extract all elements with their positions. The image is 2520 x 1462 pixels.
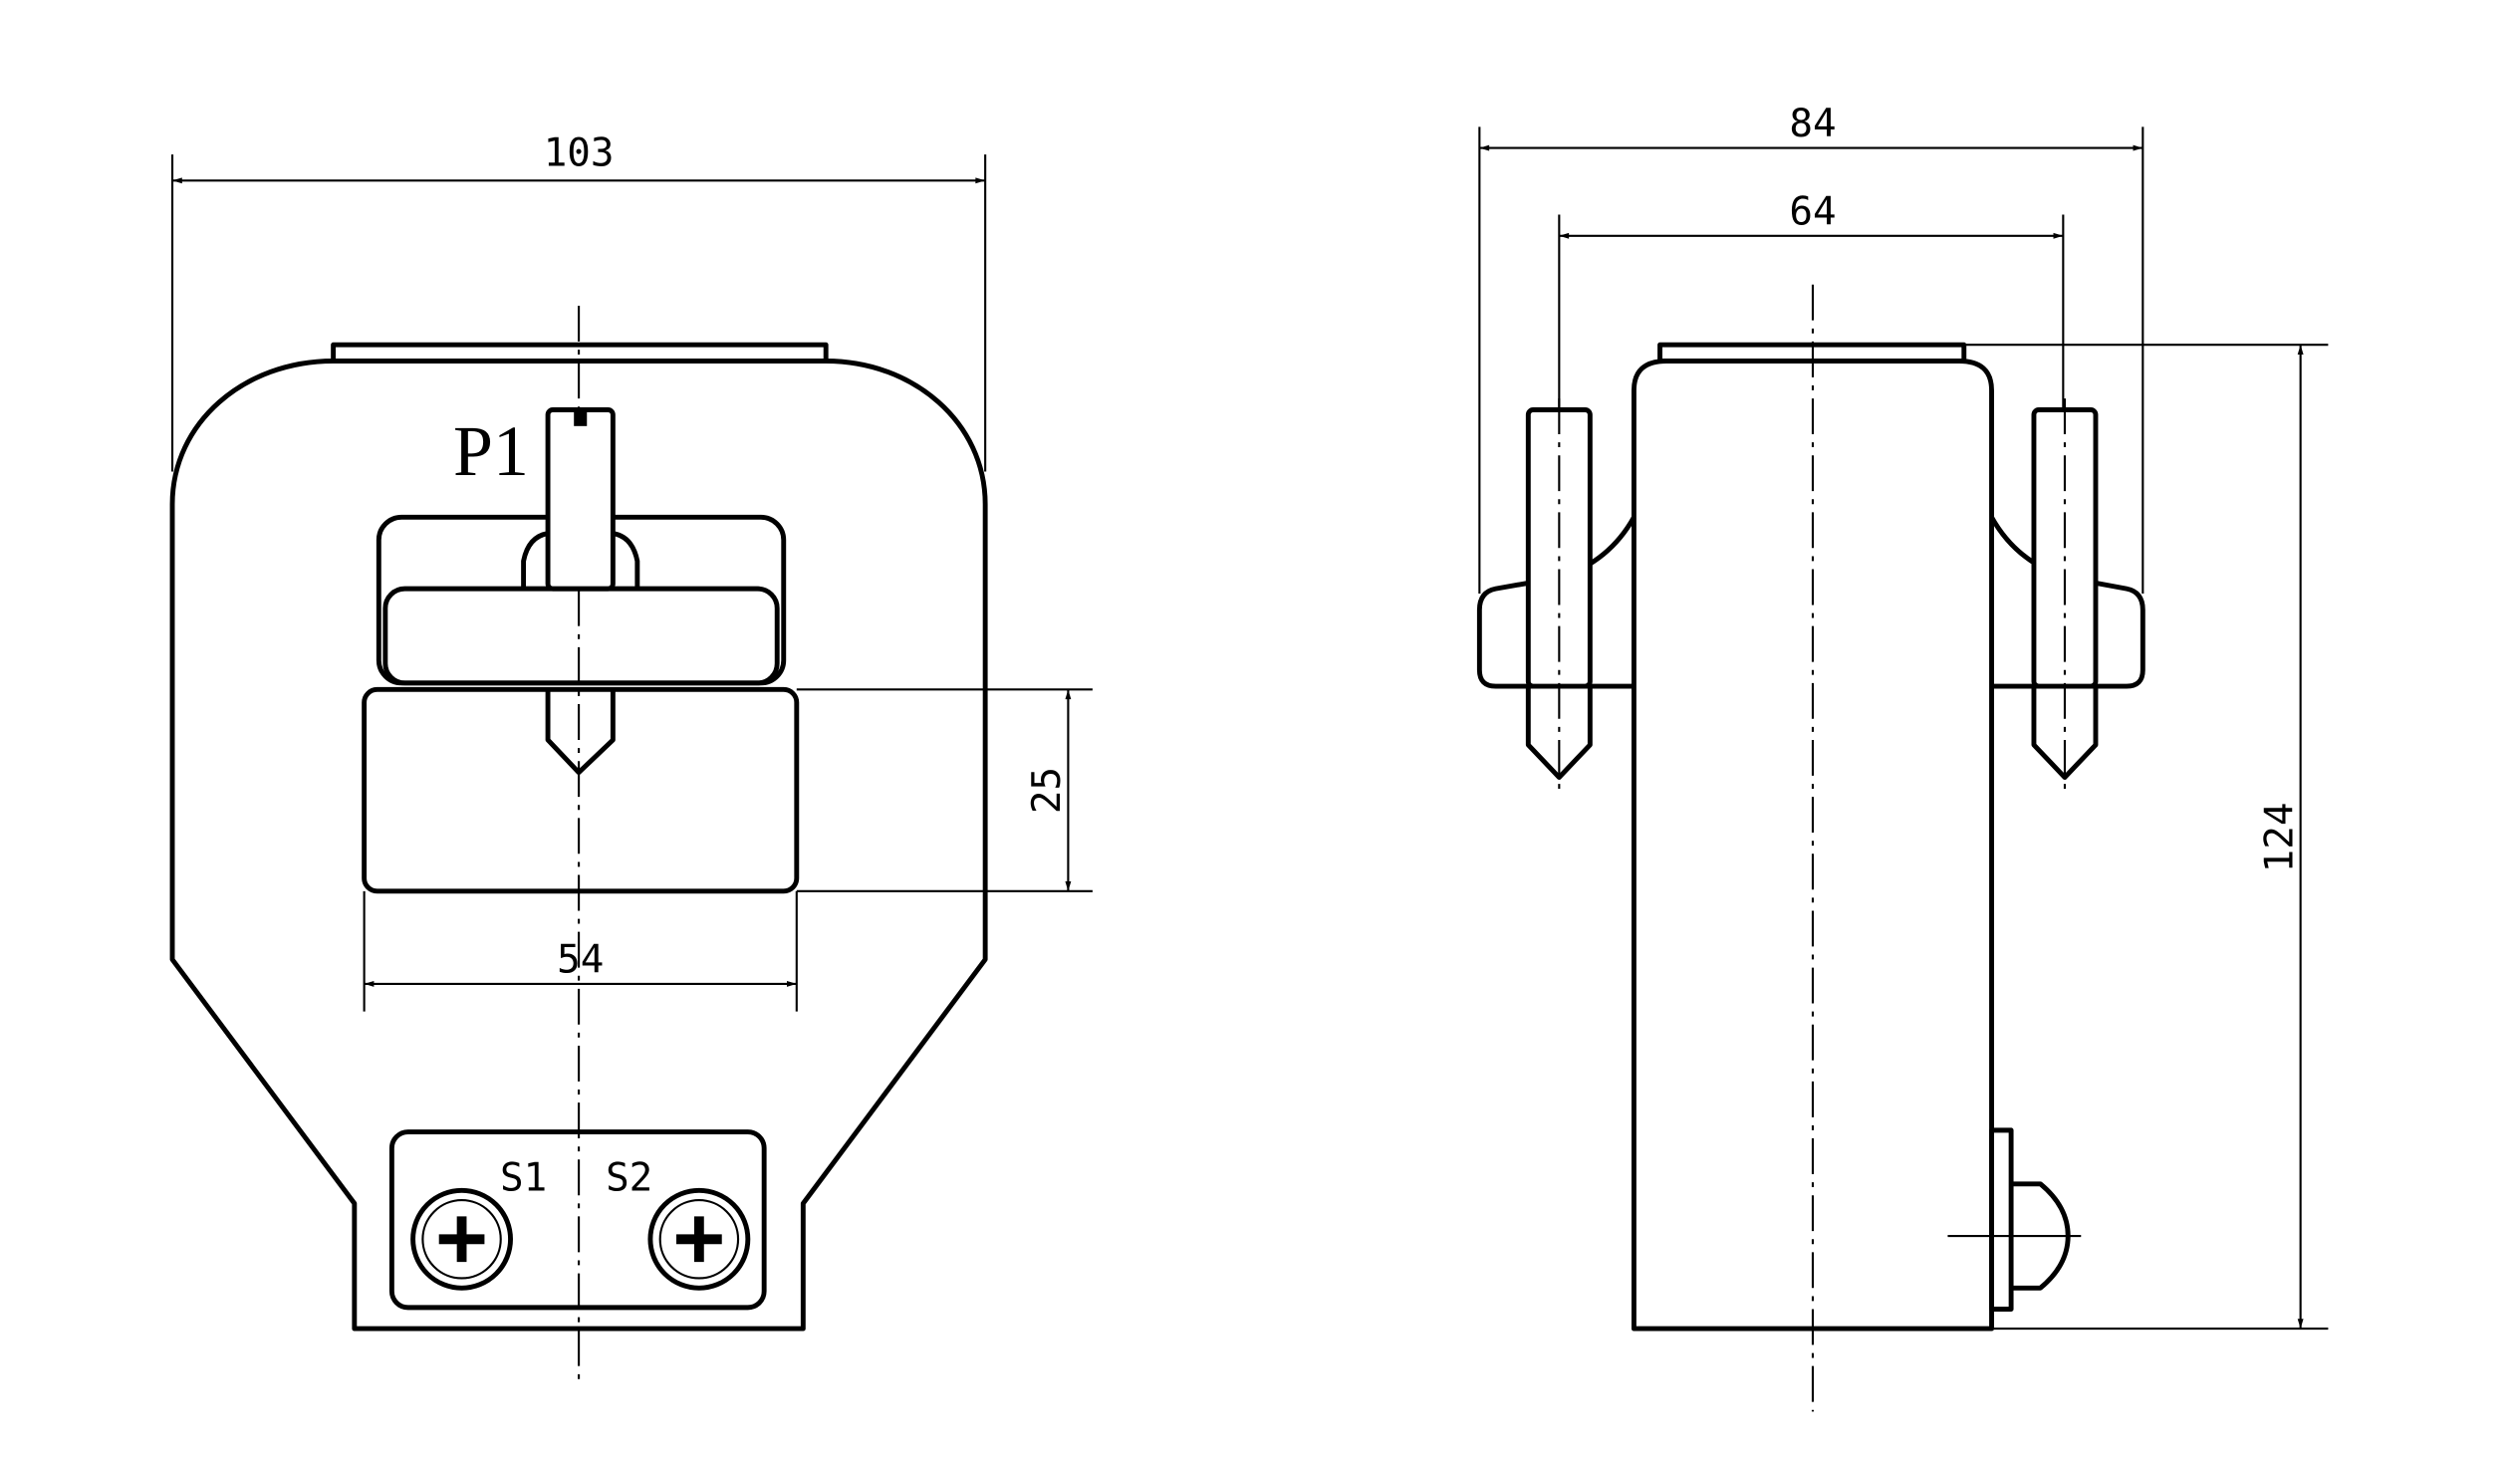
terminal-label-s2: S2 bbox=[606, 1155, 652, 1200]
dim-label-103: 103 bbox=[544, 131, 615, 176]
primary-bar: P1 bbox=[376, 407, 787, 686]
dimension-depth-84: 84 bbox=[1478, 102, 2144, 595]
terminal-label-p1: P1 bbox=[453, 411, 529, 491]
dimension-width-54: 54 bbox=[363, 890, 798, 1012]
dim-label-54: 54 bbox=[557, 937, 604, 982]
dimension-spacing-64: 64 bbox=[1558, 189, 2065, 415]
dim-label-84: 84 bbox=[1789, 102, 1836, 146]
dimension-height-25: 25 bbox=[796, 688, 1093, 892]
housing-side bbox=[1631, 359, 1994, 1332]
screw-icon bbox=[410, 1187, 513, 1291]
secondary-terminal-block: S1 S2 bbox=[388, 1129, 767, 1311]
screw-icon bbox=[647, 1187, 751, 1291]
dim-label-25: 25 bbox=[1025, 767, 1070, 814]
window-opening bbox=[362, 686, 800, 894]
front-view: 103 P1 25 54 S1 S2 bbox=[169, 131, 1093, 1382]
top-plate bbox=[331, 342, 829, 364]
terminal-label-s1: S1 bbox=[500, 1155, 547, 1200]
housing-outline bbox=[169, 359, 988, 1332]
left-lug bbox=[1476, 516, 1637, 689]
dimension-width-103: 103 bbox=[170, 131, 987, 472]
lower-pin bbox=[545, 689, 616, 776]
side-view: 84 64 124 bbox=[1476, 102, 2329, 1412]
dimension-height-124: 124 bbox=[1963, 344, 2329, 1331]
side-screw bbox=[1947, 1127, 2082, 1312]
right-lug bbox=[1989, 516, 2145, 689]
dim-label-124: 124 bbox=[2257, 803, 2302, 873]
dim-label-64: 64 bbox=[1789, 189, 1836, 234]
